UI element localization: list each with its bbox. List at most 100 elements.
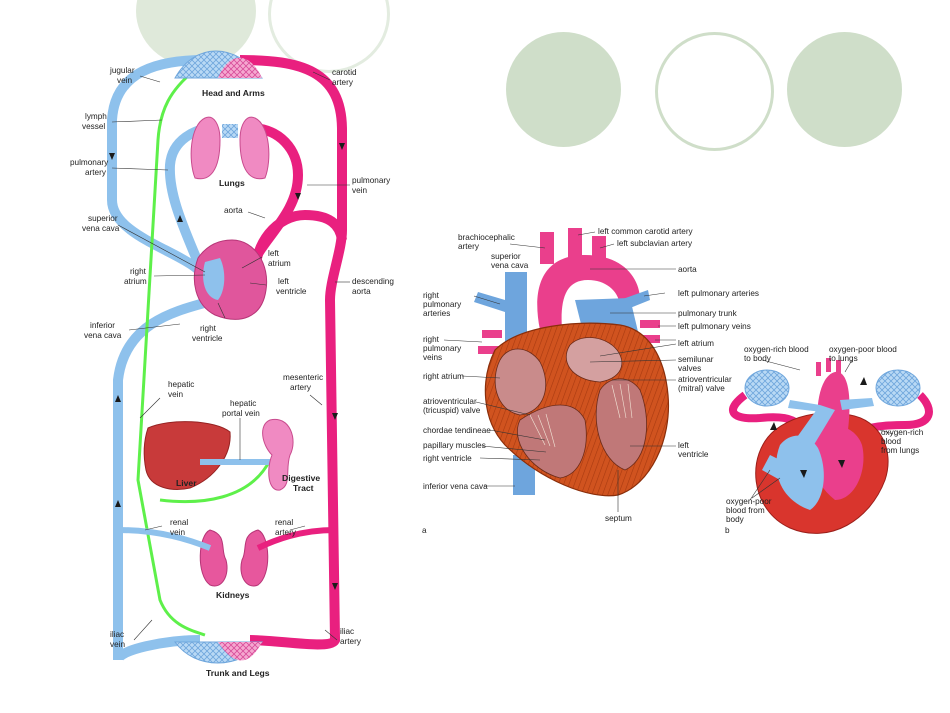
label-hepatic-vein-1: hepatic <box>168 380 194 389</box>
arrow-ivc-mid <box>115 500 121 507</box>
hl-rv: right ventricle <box>423 454 472 463</box>
decor-circle-1 <box>506 32 621 147</box>
hl-rpv-3: veins <box>423 353 442 362</box>
right-lung <box>239 116 270 180</box>
label-la-2: atrium <box>268 259 291 268</box>
label-ra-1: right <box>130 267 147 276</box>
heart-simplified <box>193 239 268 320</box>
sl-poor-to-lungs-2: to lungs <box>829 354 858 363</box>
sl-rich-from-lungs-2: blood <box>881 437 901 446</box>
aorta-vessel <box>239 55 347 650</box>
hl-ptrunk: pulmonary trunk <box>678 309 738 318</box>
pulmonary-vein-vessel <box>245 123 304 272</box>
renal-artery-vessel <box>256 527 336 551</box>
schematic-vena-cava <box>762 455 790 480</box>
heart-anatomy: brachiocephalic artery superior vena cav… <box>422 227 759 535</box>
heart-schematic: oxygen-rich blood to body oxygen-poor bl… <box>725 345 933 535</box>
label-lv-1: left <box>278 277 290 286</box>
label-lv-2: ventricle <box>276 287 307 296</box>
left-subclavian <box>592 236 606 264</box>
organ-digestive-1: Digestive <box>282 473 320 483</box>
label-ivc-2: vena cava <box>84 331 122 340</box>
label-portal-1: hepatic <box>230 399 256 408</box>
right-pulmonary-arteries <box>474 292 505 312</box>
hl-rpv-2: pulmonary <box>423 344 462 353</box>
lymph-vessel <box>136 68 206 637</box>
superior-vena-cava <box>505 272 527 342</box>
label-ra-2: atrium <box>124 277 147 286</box>
sl-rich-from-lungs-1: oxygen-rich <box>881 428 924 437</box>
ivc-vessel <box>113 295 217 663</box>
sl-poor-from-body-2: blood from <box>726 506 765 515</box>
lung-capillaries <box>222 124 238 138</box>
organ-digestive-2: Tract <box>293 483 314 493</box>
label-jugular-1: jugular <box>109 66 135 75</box>
hl-lpv: left pulmonary veins <box>678 322 751 331</box>
label-desc-aorta-2: aorta <box>352 287 371 296</box>
arrow-pulm-artery <box>177 215 183 222</box>
decor-circle-3 <box>787 32 902 147</box>
hl-lsa: left subclavian artery <box>617 239 693 248</box>
schematic-labels: oxygen-rich blood to body oxygen-poor bl… <box>725 345 924 535</box>
hl-papillary: papillary muscles <box>423 441 486 450</box>
right-atrium-chamber <box>494 348 547 416</box>
hl-lcca: left common carotid artery <box>598 227 694 236</box>
label-iliac-vein-2: vein <box>110 640 125 649</box>
jugular-svc-vessel <box>107 55 210 283</box>
label-iliac-vein-1: iliac <box>110 630 124 639</box>
hl-svc-1: superior <box>491 252 521 261</box>
label-svc-2: vena cava <box>82 224 120 233</box>
sl-rich-to-body-1: oxygen-rich blood <box>744 345 809 354</box>
right-capillary-bed <box>875 369 921 407</box>
label-carotid-1: carotid <box>332 68 357 77</box>
hl-rpv-1: right <box>423 335 440 344</box>
label-hepatic-vein-2: vein <box>168 390 183 399</box>
panel-letter-a: a <box>422 526 427 535</box>
hl-mitral-1: atrioventricular <box>678 375 732 384</box>
label-rv-2: ventricle <box>192 334 223 343</box>
label-renal-vein-1: renal <box>170 518 188 527</box>
circulation-diagram: Head and Arms Lungs Liver Digestive Trac… <box>70 50 394 678</box>
organ-head-arms: Head and Arms <box>202 88 265 98</box>
left-pulm-vein-1 <box>640 320 660 328</box>
hl-rpa-3: arteries <box>423 309 450 318</box>
hl-svc-2: vena cava <box>491 261 529 270</box>
left-pulm-vein-2 <box>642 335 660 343</box>
hl-lpa: left pulmonary arteries <box>678 289 759 298</box>
hl-ra: right atrium <box>423 372 464 381</box>
sl-poor-to-lungs-1: oxygen-poor blood <box>829 345 897 354</box>
label-iliac-artery-2: artery <box>340 637 362 646</box>
organ-liver: Liver <box>176 478 197 488</box>
schematic-right-heart <box>776 435 824 510</box>
label-lymph-1: lymph <box>85 112 107 121</box>
circulation-leader-lines <box>111 71 350 641</box>
label-iliac-artery-1: iliac <box>340 627 354 636</box>
hl-brachio-2: artery <box>458 242 480 251</box>
arrow-carotid <box>339 143 345 150</box>
organ-kidneys: Kidneys <box>216 590 250 600</box>
lymph-branch <box>159 459 272 504</box>
sl-rich-from-lungs-3: from lungs <box>881 446 919 455</box>
left-kidney <box>199 529 228 587</box>
label-pv-1: pulmonary <box>352 176 391 185</box>
hl-sv-2: valves <box>678 364 701 373</box>
hl-tricuspid-2: (tricuspid) valve <box>423 406 481 415</box>
sl-poor-from-body-1: oxygen-poor <box>726 497 772 506</box>
label-pa-2: artery <box>85 168 107 177</box>
organ-lungs: Lungs <box>219 178 245 188</box>
hl-rpa-2: pulmonary <box>423 300 462 309</box>
hl-chordae: chordae tendineae <box>423 426 491 435</box>
right-kidney <box>240 529 269 587</box>
hl-brachio-1: brachiocephalic <box>458 233 515 242</box>
hl-la: left atrium <box>678 339 714 348</box>
label-la-1: left <box>268 249 280 258</box>
heart-leader-lines <box>443 231 677 512</box>
hl-lv-1: left <box>678 441 690 450</box>
aortic-arch-heart <box>537 255 640 330</box>
brachiocephalic <box>540 232 554 264</box>
decor-circle-2 <box>655 32 774 151</box>
schematic-arrows <box>770 377 867 478</box>
arrow-descending-aorta <box>332 413 338 420</box>
flow-arrows <box>109 143 345 590</box>
